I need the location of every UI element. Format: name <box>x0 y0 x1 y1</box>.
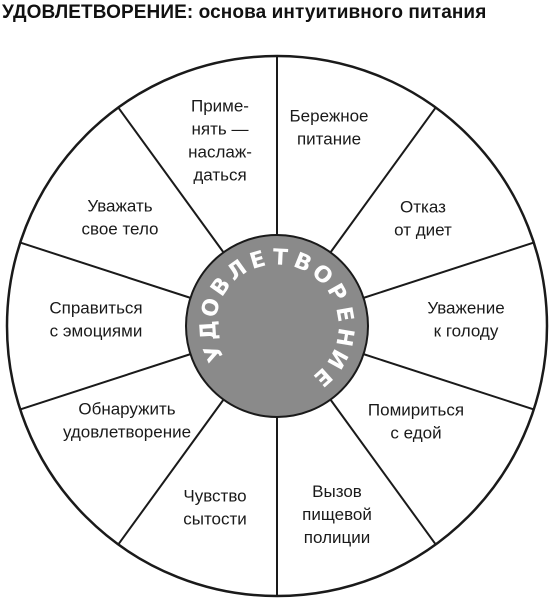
segment-label-line: с едой <box>390 424 441 443</box>
segment-label-line: Отказ <box>400 198 446 217</box>
wheel-spoke <box>329 399 437 546</box>
segment-label-line: Обнаружить <box>78 400 175 419</box>
page-title: УДОВЛЕТВОРЕНИЕ: основа интуитивного пита… <box>2 2 486 24</box>
segment-label-line: от диет <box>394 221 452 240</box>
segment-cope-with-emotions: Справиться с эмоциями <box>49 299 142 341</box>
segment-label-line: Уважать <box>87 197 152 216</box>
segment-label-line: Приме- <box>191 97 249 116</box>
segment-label-line: удовлетворение <box>63 423 191 442</box>
hub-letter: Т <box>272 245 288 271</box>
segment-movement-enjoy: Приме-нять — наслаж-даться <box>188 97 252 185</box>
segment-label-line: даться <box>193 166 246 185</box>
segment-label-line: Чувство <box>183 487 246 506</box>
segment-gentle-nutrition: Бережное питание <box>290 107 369 149</box>
hub-letter: Н <box>330 326 358 348</box>
segment-challenge-food-police: Вызов пищевой полиции <box>302 482 372 547</box>
wheel-spoke <box>19 353 191 411</box>
hub-letter: Е <box>330 305 357 324</box>
segment-reject-diets: Отказ от диет <box>394 198 452 240</box>
segment-label-line: пищевой <box>302 505 372 524</box>
segment-label-line: свое тело <box>81 220 158 239</box>
segment-discover-satisfaction: Обнаружить удовлетворение <box>63 400 191 442</box>
title-subtitle: основа интуитивного питания <box>198 2 487 23</box>
segment-label-line: сытости <box>183 510 247 529</box>
wheel-spoke <box>363 353 535 411</box>
segment-label-line: Уважение <box>427 299 504 318</box>
segment-honor-hunger: Уважение к голоду <box>427 299 504 341</box>
segment-make-peace-with-food: Помириться с едой <box>368 401 464 443</box>
segment-label-line: к голоду <box>434 322 499 341</box>
segment-label-line: питание <box>297 130 361 149</box>
wheel-spoke <box>117 399 225 546</box>
hub-letter: Е <box>247 247 268 275</box>
segment-label-line: наслаж- <box>188 143 252 162</box>
wheel-spoke <box>329 106 437 253</box>
segment-label-line: Вызов <box>312 482 362 501</box>
hub-letter: Д <box>196 320 222 341</box>
segment-label-line: Помириться <box>368 401 464 420</box>
segment-feel-fullness: Чувство сытости <box>183 487 247 529</box>
wheel-outer-ring <box>5 54 549 598</box>
segment-label-line: Справиться <box>49 299 142 318</box>
wheel-spoke <box>19 241 191 299</box>
segment-respect-body: Уважать свое тело <box>81 197 158 239</box>
wheel-hub <box>185 234 369 418</box>
segment-label-line: нять — <box>192 120 249 139</box>
segment-label-line: с эмоциями <box>50 322 143 341</box>
wheel-spoke <box>363 241 535 299</box>
title-main: УДОВЛЕТВОРЕНИЕ: <box>2 2 194 23</box>
wheel-spokes <box>19 56 535 596</box>
segment-label-line: Бережное <box>290 107 369 126</box>
wheel-spoke <box>117 106 225 253</box>
segment-label-line: полиции <box>304 528 370 547</box>
